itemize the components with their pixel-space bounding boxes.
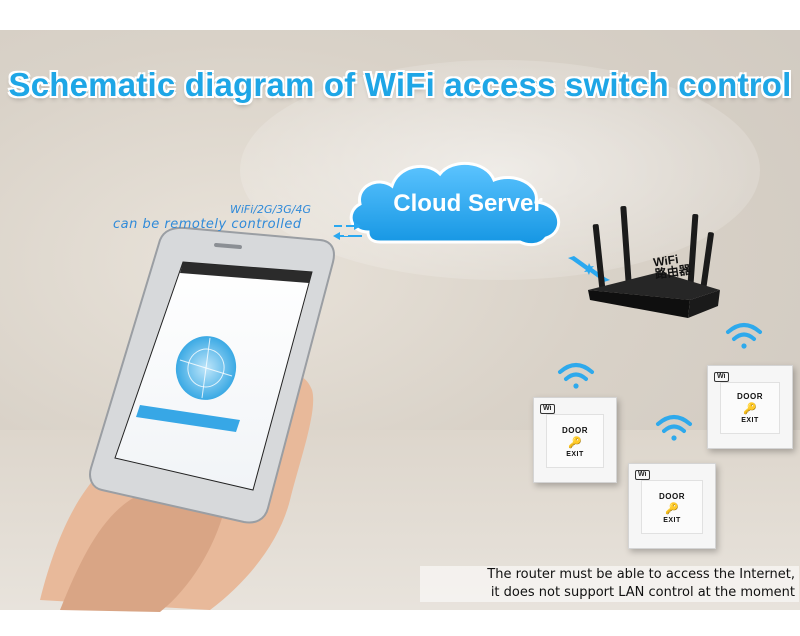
key-icon: 🔑 — [743, 402, 757, 415]
smartphone-icon — [89, 226, 335, 524]
exit-label: EXIT — [566, 451, 584, 458]
network-type-label: WiFi/2G/3G/4G — [230, 203, 312, 216]
door-label: DOOR — [562, 426, 588, 435]
wifi-logo: Wi — [714, 372, 729, 382]
switch-button-area — [546, 414, 604, 468]
router-label: WiFi 路由器 — [652, 252, 691, 281]
note-line-1: The router must be able to access the In… — [487, 567, 795, 582]
door-label: DOOR — [737, 392, 763, 401]
wifi-signal-icon — [656, 415, 692, 441]
router-icon — [588, 206, 720, 318]
router-requirement-note: The router must be able to access the In… — [420, 566, 799, 602]
door-label: DOOR — [659, 492, 685, 501]
exit-label: EXIT — [741, 417, 759, 424]
page-title: Schematic diagram of WiFi access switch … — [8, 66, 792, 103]
door-exit-switch: Wi DOOR 🔑 EXIT — [628, 463, 716, 549]
remote-control-label: can be remotely controlled — [113, 217, 302, 232]
wifi-signal-icon — [726, 323, 762, 349]
cloud-server-label: Cloud Server — [393, 190, 543, 217]
door-exit-switch: Wi DOOR 🔑 EXIT — [533, 397, 617, 483]
switch-button-area — [641, 480, 703, 534]
key-icon: 🔑 — [568, 436, 582, 449]
double-arrow-icon — [333, 222, 362, 240]
switch-button-area — [720, 382, 780, 434]
wifi-logo: Wi — [540, 404, 555, 414]
wifi-signal-icon — [558, 363, 594, 389]
exit-label: EXIT — [663, 517, 681, 524]
note-line-2: it does not support LAN control at the m… — [490, 585, 795, 600]
key-icon: 🔑 — [665, 502, 679, 515]
wifi-logo: Wi — [635, 470, 650, 480]
door-exit-switch: Wi DOOR 🔑 EXIT — [707, 365, 793, 449]
cloud-icon — [349, 161, 561, 247]
